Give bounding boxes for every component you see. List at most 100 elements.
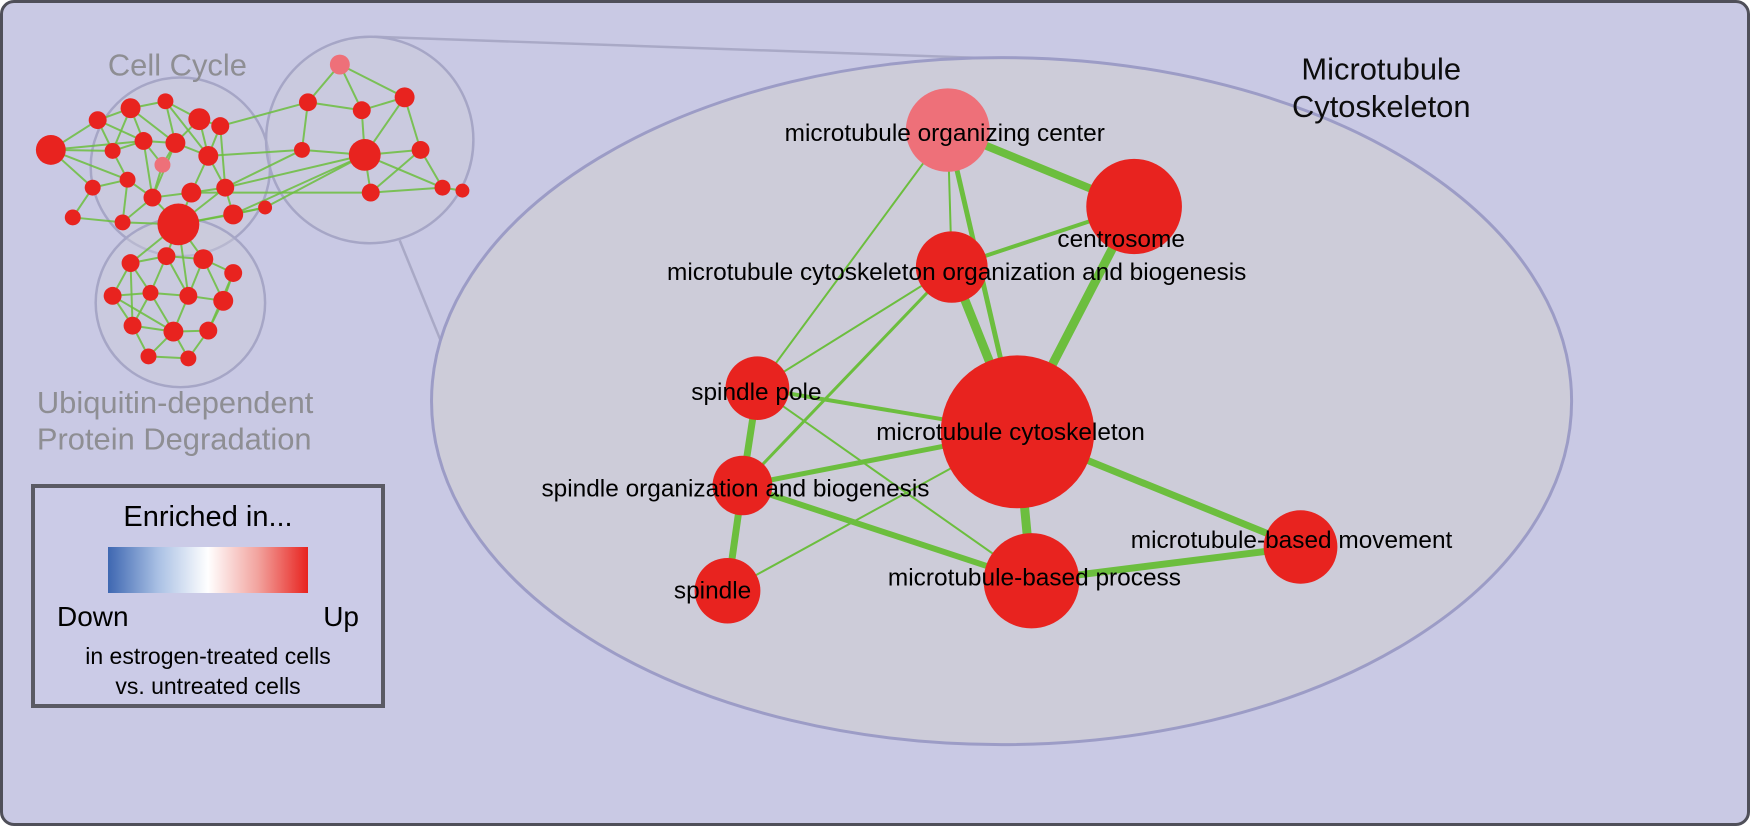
overview-edge bbox=[339, 63, 406, 99]
overview-edge bbox=[370, 186, 443, 194]
overview-node[interactable] bbox=[258, 200, 273, 215]
node-label-cen: centrosome bbox=[1057, 226, 1185, 253]
zoom-lines-layer bbox=[373, 35, 1000, 353]
node-label-moc: microtubule organizing center bbox=[785, 120, 1105, 147]
legend-up-label: Up bbox=[323, 601, 359, 632]
node-label-mc: microtubule cytoskeleton bbox=[876, 419, 1145, 446]
overview-node[interactable] bbox=[181, 182, 202, 203]
overview-node[interactable] bbox=[134, 132, 153, 150]
detail-edge-moc-sp bbox=[756, 129, 949, 390]
node-label-mco: microtubule cytoskeleton organization an… bbox=[667, 259, 1246, 286]
overview-node[interactable] bbox=[64, 209, 81, 226]
node-label-mbm: microtubule-based movement bbox=[1131, 527, 1453, 554]
overview-edge bbox=[225, 153, 365, 189]
overview-node[interactable] bbox=[157, 93, 174, 110]
overview-node[interactable] bbox=[103, 286, 122, 305]
overview-node[interactable] bbox=[193, 249, 214, 270]
overview-node[interactable] bbox=[329, 54, 350, 75]
overview-node[interactable] bbox=[84, 179, 101, 196]
overview-node[interactable] bbox=[163, 321, 184, 342]
overview-node[interactable] bbox=[434, 179, 451, 196]
node-label-spindle: spindle bbox=[674, 578, 751, 605]
node-mc[interactable] bbox=[940, 355, 1095, 509]
overview-node[interactable] bbox=[179, 286, 198, 305]
cell-cycle-cluster-label: Cell Cycle bbox=[108, 48, 247, 83]
overview-edge bbox=[142, 140, 154, 198]
overview-node[interactable] bbox=[352, 101, 371, 120]
overview-node[interactable] bbox=[121, 254, 140, 273]
microtubule-cluster-label-line1: Microtubule bbox=[1301, 51, 1461, 86]
zoom-connector-line bbox=[398, 239, 447, 353]
node-cen[interactable] bbox=[1086, 158, 1182, 255]
node-mbm[interactable] bbox=[1263, 510, 1338, 584]
node-spindle[interactable] bbox=[694, 557, 761, 624]
node-mco[interactable] bbox=[915, 231, 988, 303]
overview-node[interactable] bbox=[411, 140, 430, 159]
overview-edge bbox=[208, 148, 303, 157]
overview-edge bbox=[50, 140, 144, 151]
overview-node[interactable] bbox=[198, 145, 219, 166]
overview-node[interactable] bbox=[180, 350, 197, 367]
overview-node[interactable] bbox=[120, 98, 141, 119]
overview-node[interactable] bbox=[361, 183, 380, 202]
overview-node[interactable] bbox=[348, 139, 381, 171]
overview-node[interactable] bbox=[157, 203, 200, 246]
zoom-connector-line bbox=[373, 35, 1000, 60]
node-sob[interactable] bbox=[712, 455, 773, 516]
overview-edge bbox=[219, 126, 227, 188]
detail-edge-sp-mbp bbox=[756, 387, 1033, 582]
overview-node[interactable] bbox=[104, 142, 121, 159]
overview-edge bbox=[219, 101, 309, 128]
overview-node[interactable] bbox=[211, 117, 230, 136]
detail-edge-mco-sp bbox=[756, 266, 953, 390]
node-label-sob: spindle organization and biogenesis bbox=[541, 475, 929, 502]
node-moc[interactable] bbox=[905, 88, 990, 172]
overview-node[interactable] bbox=[154, 156, 171, 173]
microtubule-cluster-label-line2: Cytoskeleton bbox=[1292, 89, 1471, 124]
ubiquitin-cluster-label-line1: Ubiquitin-dependent bbox=[37, 385, 314, 420]
overview-edge bbox=[164, 100, 210, 157]
legend-scale-labels: Down Up bbox=[57, 601, 359, 633]
detail-network-layer: microtubule organizing center centrosome m… bbox=[541, 88, 1453, 629]
overview-edge bbox=[72, 216, 123, 224]
overview-node[interactable] bbox=[188, 108, 211, 131]
overview-node[interactable] bbox=[157, 247, 176, 266]
overview-node[interactable] bbox=[213, 290, 234, 311]
overview-node[interactable] bbox=[223, 204, 244, 225]
overview-node[interactable] bbox=[224, 264, 243, 282]
node-mbp[interactable] bbox=[983, 533, 1080, 629]
legend-gradient-bar bbox=[108, 547, 308, 593]
overview-node[interactable] bbox=[114, 214, 131, 231]
overview-node[interactable] bbox=[142, 284, 159, 301]
legend-down-label: Down bbox=[57, 601, 129, 632]
legend-title: Enriched in... bbox=[123, 501, 293, 533]
overview-node[interactable] bbox=[199, 321, 218, 340]
node-label-mbp: microtubule-based process bbox=[888, 565, 1181, 592]
overview-node[interactable] bbox=[140, 348, 157, 365]
overview-node[interactable] bbox=[165, 133, 186, 153]
overview-node[interactable] bbox=[35, 135, 66, 165]
overview-network-layer bbox=[35, 35, 475, 389]
overview-node[interactable] bbox=[143, 188, 162, 207]
legend-subtitle-line1: in estrogen-treated cells bbox=[85, 643, 331, 669]
node-sp[interactable] bbox=[725, 356, 790, 420]
overview-node[interactable] bbox=[293, 141, 310, 158]
legend-box: Enriched in... Down Up in estrogen-treat… bbox=[31, 484, 385, 708]
detail-edge-sob-mbp bbox=[739, 482, 1035, 584]
overview-node[interactable] bbox=[123, 316, 142, 335]
overview-node[interactable] bbox=[216, 178, 235, 197]
overview-edge bbox=[264, 154, 366, 209]
overview-edge bbox=[370, 149, 422, 194]
node-label-sp: spindle pole bbox=[691, 379, 821, 406]
overview-node[interactable] bbox=[298, 93, 317, 112]
legend-subtitle-line2: vs. untreated cells bbox=[115, 672, 301, 699]
overview-node[interactable] bbox=[394, 87, 415, 108]
overview-edge bbox=[224, 149, 303, 189]
detail-edge-mco-sob bbox=[740, 265, 954, 487]
overview-edge bbox=[307, 101, 362, 112]
overview-edge bbox=[112, 295, 174, 333]
overview-node[interactable] bbox=[119, 171, 136, 188]
overview-node[interactable] bbox=[455, 183, 470, 198]
overview-node[interactable] bbox=[88, 111, 107, 130]
overview-edge bbox=[232, 153, 366, 216]
